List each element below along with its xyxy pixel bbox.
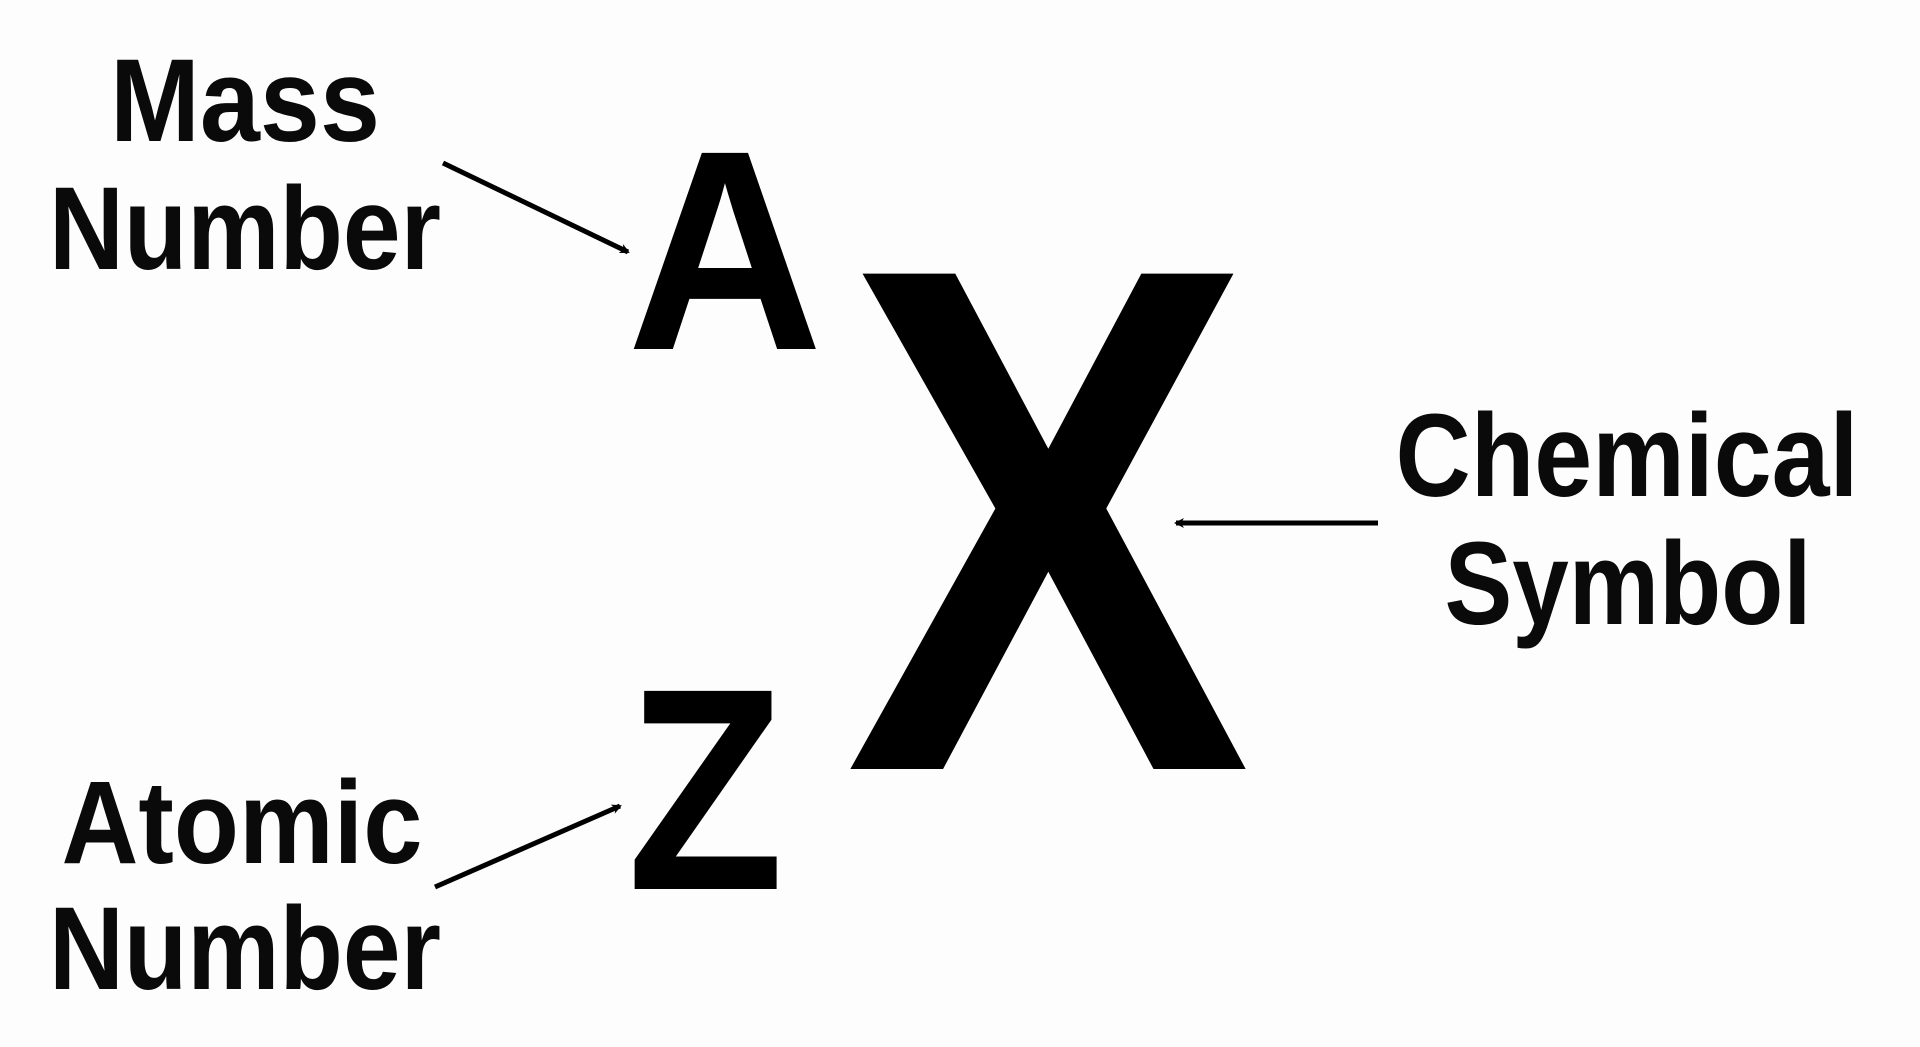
chemical-symbol-label-line1: Chemical [1396, 390, 1859, 522]
atomic-number-arrow-icon [433, 803, 622, 890]
mass-number-label-line1: Mass [110, 35, 380, 167]
atomic-number-label-line2: Number [49, 883, 441, 1015]
mass-number-label-line2: Number [49, 163, 441, 295]
atomic-number-symbol: Z [627, 629, 784, 951]
atomic-number-label-line1: Atomic [62, 757, 423, 889]
mass-number-arrow-icon [441, 160, 630, 255]
chemical-symbol-label-line2: Symbol [1445, 518, 1812, 650]
element-symbol: X [845, 117, 1254, 922]
mass-number-symbol: A [627, 92, 823, 410]
